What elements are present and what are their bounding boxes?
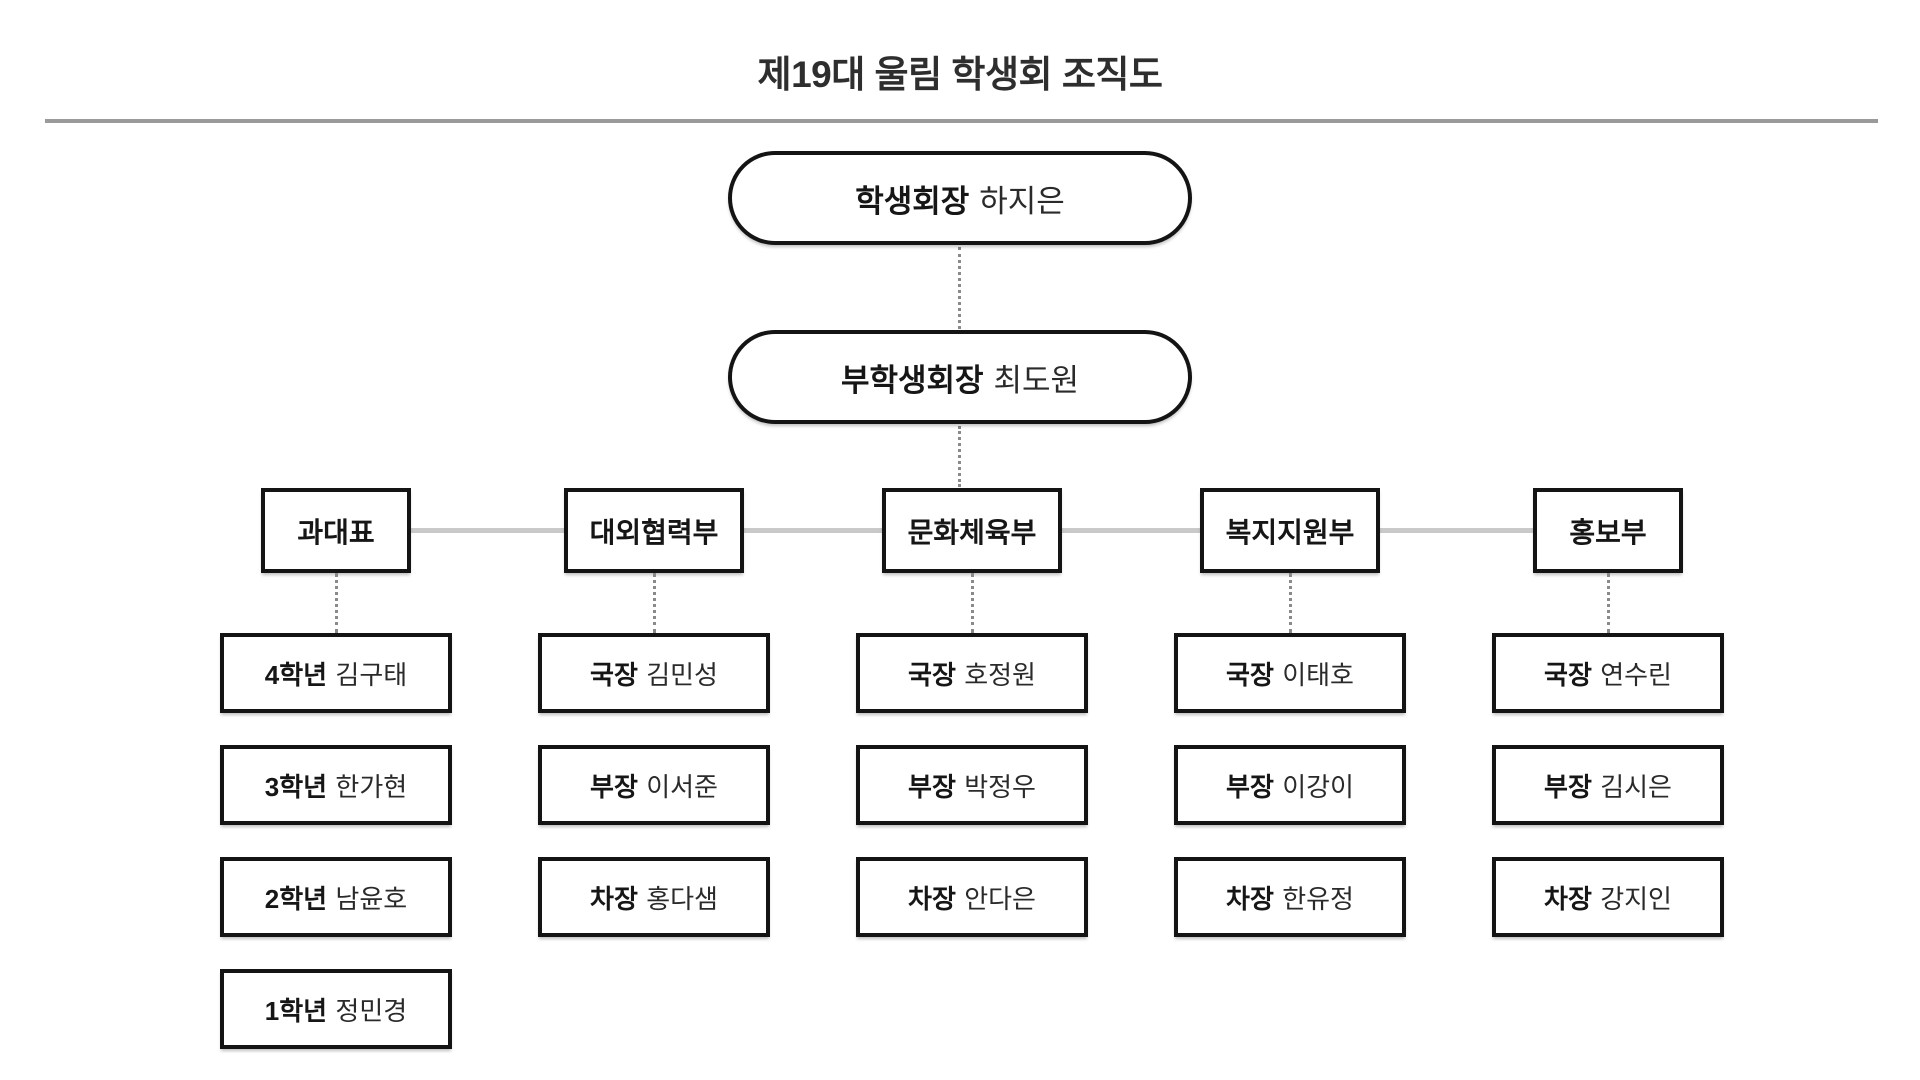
- president-name: 하지은: [979, 183, 1065, 219]
- connector-dept-members: [652, 573, 656, 633]
- connector-dept-members: [970, 573, 974, 633]
- connector-dept-members: [1606, 573, 1610, 633]
- department-column-welfare-support: 복지지원부 국장 이태호 부장 이강이 차장 한유정: [1174, 488, 1406, 969]
- department-column-public-relations: 홍보부 국장 연수린 부장 김시은 차장 강지인: [1492, 488, 1724, 969]
- member-role: 차장: [1226, 883, 1274, 914]
- department-column-external-cooperation: 대외협력부 국장 김민성 부장 이서준 차장 홍다샘: [538, 488, 770, 969]
- vice-president-name: 최도원: [993, 362, 1080, 398]
- member-node: 차장 한유정: [1174, 857, 1406, 937]
- member-role: 국장: [908, 659, 956, 690]
- member-name: 박정우: [964, 771, 1036, 802]
- member-node: 1학년 정민경: [220, 969, 452, 1049]
- member-name: 강지인: [1600, 883, 1672, 914]
- member-name: 김민성: [646, 659, 718, 690]
- member-name: 한유정: [1282, 883, 1354, 914]
- member-role: 부장: [1544, 771, 1592, 802]
- dept-node: 문화체육부: [881, 488, 1063, 573]
- member-name: 이강이: [1282, 771, 1354, 802]
- connector-dept-members: [1288, 573, 1292, 633]
- page-title: 제19대 울림 학생회 조직도: [757, 54, 1163, 95]
- dept-node: 과대표: [261, 488, 411, 573]
- member-node: 국장 김민성: [538, 633, 770, 713]
- member-role: 차장: [908, 883, 956, 914]
- department-column-class-reps: 과대표 4학년 김구태 3학년 한가현 2학년 남윤호 1학년 정민경: [220, 488, 452, 1080]
- member-role: 부장: [908, 771, 956, 802]
- member-node: 3학년 한가현: [220, 745, 452, 825]
- member-node: 부장 이강이: [1174, 745, 1406, 825]
- member-node: 국장 연수린: [1492, 633, 1724, 713]
- member-node: 부장 김시은: [1492, 745, 1724, 825]
- member-name: 한가현: [335, 771, 408, 802]
- president-node: 학생회장 하지은: [728, 151, 1192, 245]
- connector-vp-departments: [958, 426, 961, 487]
- connector-president-vp: [958, 247, 961, 329]
- member-name: 호정원: [964, 659, 1036, 690]
- member-node: 차장 홍다샘: [538, 857, 770, 937]
- member-name: 남윤호: [335, 883, 408, 914]
- member-node: 2학년 남윤호: [220, 857, 452, 937]
- member-role: 국장: [1226, 659, 1274, 690]
- member-name: 김구태: [335, 659, 408, 690]
- vice-president-role: 부학생회장: [840, 362, 984, 398]
- member-role: 국장: [590, 659, 638, 690]
- member-role: 부장: [1226, 771, 1274, 802]
- member-role: 1학년: [264, 995, 328, 1026]
- connector-dept-members: [334, 573, 338, 633]
- member-role: 국장: [1544, 659, 1592, 690]
- member-node: 4학년 김구태: [220, 633, 452, 713]
- dept-node: 대외협력부: [563, 488, 745, 573]
- president-role: 학생회장: [855, 183, 970, 219]
- member-name: 김시은: [1600, 771, 1672, 802]
- dept-node: 홍보부: [1533, 488, 1683, 573]
- member-role: 부장: [590, 771, 638, 802]
- member-role: 차장: [590, 883, 638, 914]
- member-role: 4학년: [264, 659, 328, 690]
- member-name: 안다은: [964, 883, 1036, 914]
- member-role: 3학년: [264, 771, 328, 802]
- department-column-culture-sports: 문화체육부 국장 호정원 부장 박정우 차장 안다은: [856, 488, 1088, 969]
- member-name: 정민경: [335, 995, 408, 1026]
- member-name: 홍다샘: [646, 883, 718, 914]
- member-node: 차장 안다은: [856, 857, 1088, 937]
- member-node: 부장 이서준: [538, 745, 770, 825]
- member-role: 2학년: [264, 883, 328, 914]
- member-name: 연수린: [1600, 659, 1672, 690]
- member-name: 이태호: [1282, 659, 1354, 690]
- member-role: 차장: [1544, 883, 1592, 914]
- member-node: 차장 강지인: [1492, 857, 1724, 937]
- dept-node: 복지지원부: [1199, 488, 1381, 573]
- vice-president-node: 부학생회장 최도원: [728, 330, 1192, 424]
- member-node: 국장 호정원: [856, 633, 1088, 713]
- title-divider: [45, 119, 1878, 123]
- member-node: 국장 이태호: [1174, 633, 1406, 713]
- member-node: 부장 박정우: [856, 745, 1088, 825]
- member-name: 이서준: [646, 771, 718, 802]
